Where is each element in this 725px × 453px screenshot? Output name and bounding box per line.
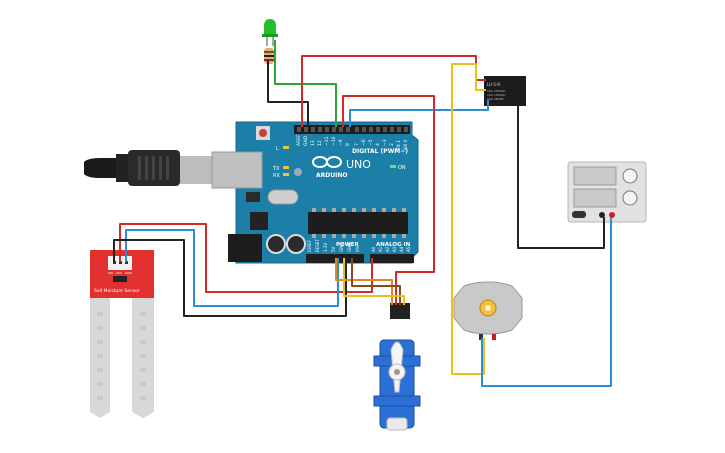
wire-blue-relay — [349, 100, 489, 127]
power-pin-label-ioref: IOREF — [307, 239, 312, 252]
soil-sensor-pin-gnd: GND — [125, 271, 133, 275]
wire-yellow-motor — [451, 63, 486, 375]
analog-pin-label-a0: A0 — [371, 246, 376, 252]
tx-led-label: TX — [272, 166, 280, 172]
power-jack — [228, 234, 262, 262]
power-pin-label-gnd-2: GND — [347, 243, 352, 252]
relay-spec-line-3: 10A 28VDC — [487, 97, 504, 101]
capacitor-left — [266, 234, 286, 254]
wire-blue-psu-motor — [481, 217, 612, 387]
l-led — [283, 146, 289, 149]
psu-knob-bottom — [622, 190, 638, 206]
digital-pin-label-5: ~5 — [368, 139, 374, 146]
wire-led-ground — [267, 60, 309, 127]
digital-pin-label-rx: RX 0 — [403, 139, 409, 150]
power-pin-label-3v3: 3.3V — [323, 243, 328, 252]
digital-pin-label-4: 4 — [375, 143, 381, 146]
crystal — [267, 189, 299, 205]
soil-sensor-pin-sig: SIG — [108, 271, 114, 275]
digital-pin-label-12: 12 — [317, 140, 323, 146]
power-supply — [567, 161, 647, 223]
relay-part-text: LU-5-R — [487, 82, 500, 87]
model-text: UNO — [346, 158, 371, 171]
wire-red-relay-top — [301, 55, 486, 127]
digital-pin-label-9: ~9 — [338, 139, 344, 146]
psu-display-bottom — [573, 188, 617, 208]
wire-blue-sensor-sig — [125, 229, 339, 307]
digital-pin-label-13: 13 — [310, 140, 316, 146]
digital-pin-label-aref: AREF — [296, 134, 302, 146]
power-pin-label-reset: RESET — [315, 239, 320, 252]
analog-pin-label-a5: A5 — [406, 246, 411, 252]
relay-spec-line-2: 10A 125VAC — [487, 93, 506, 97]
tx-led — [283, 166, 289, 169]
green-led — [262, 19, 278, 46]
on-led — [390, 165, 396, 168]
on-led-label: ON — [398, 165, 406, 171]
analog-pin-label-a4: A4 — [399, 246, 404, 252]
digital-pin-label-11: ~11 — [324, 136, 330, 146]
wire-yellow-servo — [343, 258, 405, 305]
usb-jack — [211, 151, 263, 189]
analog-pin-label-a2: A2 — [385, 246, 390, 252]
wires — [113, 40, 612, 387]
l-led-label: L — [276, 146, 279, 152]
rx-led-label: RX — [273, 173, 280, 179]
power-header-label: POWER — [336, 242, 360, 248]
digital-pin-label-2: 2 — [389, 143, 395, 146]
power-pin-label-gnd-1: GND — [339, 243, 344, 252]
rx-led — [283, 173, 289, 176]
digital-pin-label-3: ~3 — [382, 139, 388, 146]
soil-sensor-label: Soil Moisture Sensor — [94, 288, 140, 294]
servo-motor — [373, 303, 421, 431]
soil-moisture-sensor: Soil Moisture Sensor SIG VCC GND — [90, 250, 154, 418]
dc-motor — [453, 281, 523, 340]
power-pin-label-5v: 5V — [331, 246, 336, 252]
digital-pin-label-7: 7 — [354, 143, 360, 146]
wire-led-signal — [274, 40, 337, 127]
wire-black-relay-psu — [517, 104, 605, 249]
psu-display-top — [573, 166, 617, 186]
relay: LU-5-R 10A 250VAC 10A 125VAC 10A 28VDC — [484, 76, 526, 106]
digital-pin-label-8: 8 — [345, 143, 351, 146]
digital-pin-label-tx: TX 1 — [396, 140, 402, 151]
wire-red-digital-loop — [342, 95, 435, 305]
wire-black-sensor-gnd — [113, 239, 347, 317]
capacitor-right — [286, 234, 306, 254]
relay-spec-line-1: 10A 250VAC — [487, 89, 506, 93]
reset-button-cap — [259, 129, 267, 137]
digital-pin-label-10: ~10 — [331, 136, 337, 146]
arduino-logo-text: ARDUINO — [316, 172, 347, 179]
analog-pin-label-a3: A3 — [392, 246, 397, 252]
analog-header-label: ANALOG IN — [376, 242, 411, 248]
usb-cable — [84, 150, 214, 186]
power-pin-label-vin: Vin — [355, 245, 360, 252]
atmega-chip — [308, 212, 408, 234]
digital-pin-label-gnd: GND — [303, 135, 309, 146]
wire-orange-servo — [335, 258, 393, 305]
digital-header-label: DIGITAL (PWM~) — [352, 148, 408, 155]
analog-header — [370, 254, 414, 263]
analog-pin-label-a1: A1 — [378, 246, 383, 252]
soil-sensor-pin-vcc: VCC — [116, 271, 122, 275]
digital-pin-label-6: ~6 — [361, 139, 367, 146]
arduino-logo-icon — [312, 156, 342, 168]
psu-knob-top — [622, 168, 638, 184]
digital-header — [294, 125, 410, 134]
arduino-board: AREF GND 13 12 ~11 ~10 ~9 8 7 ~6 ~5 4 ~3… — [211, 121, 419, 264]
